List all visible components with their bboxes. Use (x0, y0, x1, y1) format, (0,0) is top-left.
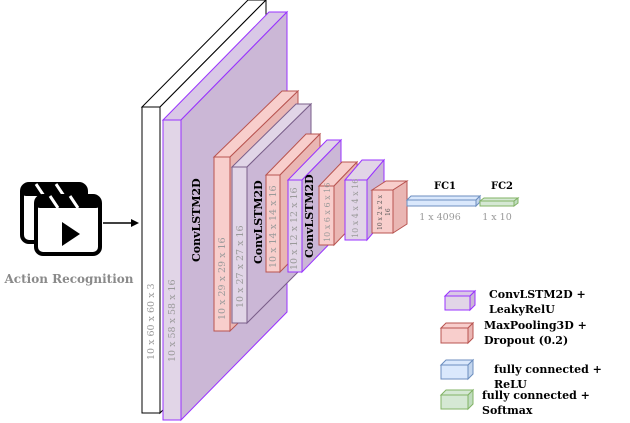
legend-fc-relu-line2: ReLU (494, 378, 527, 391)
legend-convlstm-line1: ConvLSTM2D + (489, 288, 586, 301)
legend-swatch-convlstm (443, 289, 477, 312)
legend-pool-line2: Dropout (0.2) (484, 334, 568, 347)
legend: ConvLSTM2D + LeakyRelU MaxPooling3D + Dr… (439, 288, 602, 417)
convlstm1-label: ConvLSTM2D (190, 178, 203, 262)
input-caption: Action Recognition (3, 272, 133, 286)
legend-swatch-fc-softmax (439, 388, 475, 411)
fc1-block (405, 194, 482, 208)
pool1-dims: 10 x 29 x 29 x 16 (217, 237, 228, 320)
convlstm3-label: ConvLSTM2D (303, 174, 316, 258)
legend-fc-softmax-line1: fully connected + (482, 389, 590, 402)
fc1-title: FC1 (434, 181, 456, 192)
convlstm4-dims: 10 x 4 x 4 x 16 (351, 179, 360, 238)
input-dims: 10 x 60 x 60 x 3 (146, 283, 157, 360)
legend-pool-line1: MaxPooling3D + (484, 319, 587, 332)
fc2-dims: 1 x 10 (482, 212, 512, 223)
pool3-dims: 10 x 6 x 6 x 16 (323, 183, 332, 242)
video-clip-icon (20, 182, 102, 256)
legend-fc-relu-line1: fully connected + (494, 363, 602, 376)
convlstm1-dims: 10 x 58 x 58 x 16 (167, 279, 178, 362)
fc2-block (478, 197, 520, 207)
convlstm3-dims: 10 x 12 x 12 x 16 (289, 187, 300, 270)
pool4-dims-line2: 16 (385, 208, 392, 216)
fc2-title: FC2 (491, 181, 513, 192)
legend-swatch-pool (439, 321, 475, 345)
legend-fc-softmax-line2: Softmax (482, 404, 533, 417)
convlstm2-dims: 10 x 27 x 27 x 16 (235, 225, 246, 308)
pool2-dims: 10 x 14 x 14 x 16 (268, 185, 279, 268)
input-arrow (103, 219, 139, 227)
fc1-dims: 1 x 4096 (419, 212, 461, 223)
pool-block-4 (370, 180, 409, 234)
legend-convlstm-line2: LeakyRelU (489, 303, 555, 316)
legend-swatch-fc-relu (439, 358, 475, 381)
pool4-dims-line1: 10 x 2 x 2 x (377, 194, 384, 230)
convlstm2-label: ConvLSTM2D (252, 180, 265, 264)
